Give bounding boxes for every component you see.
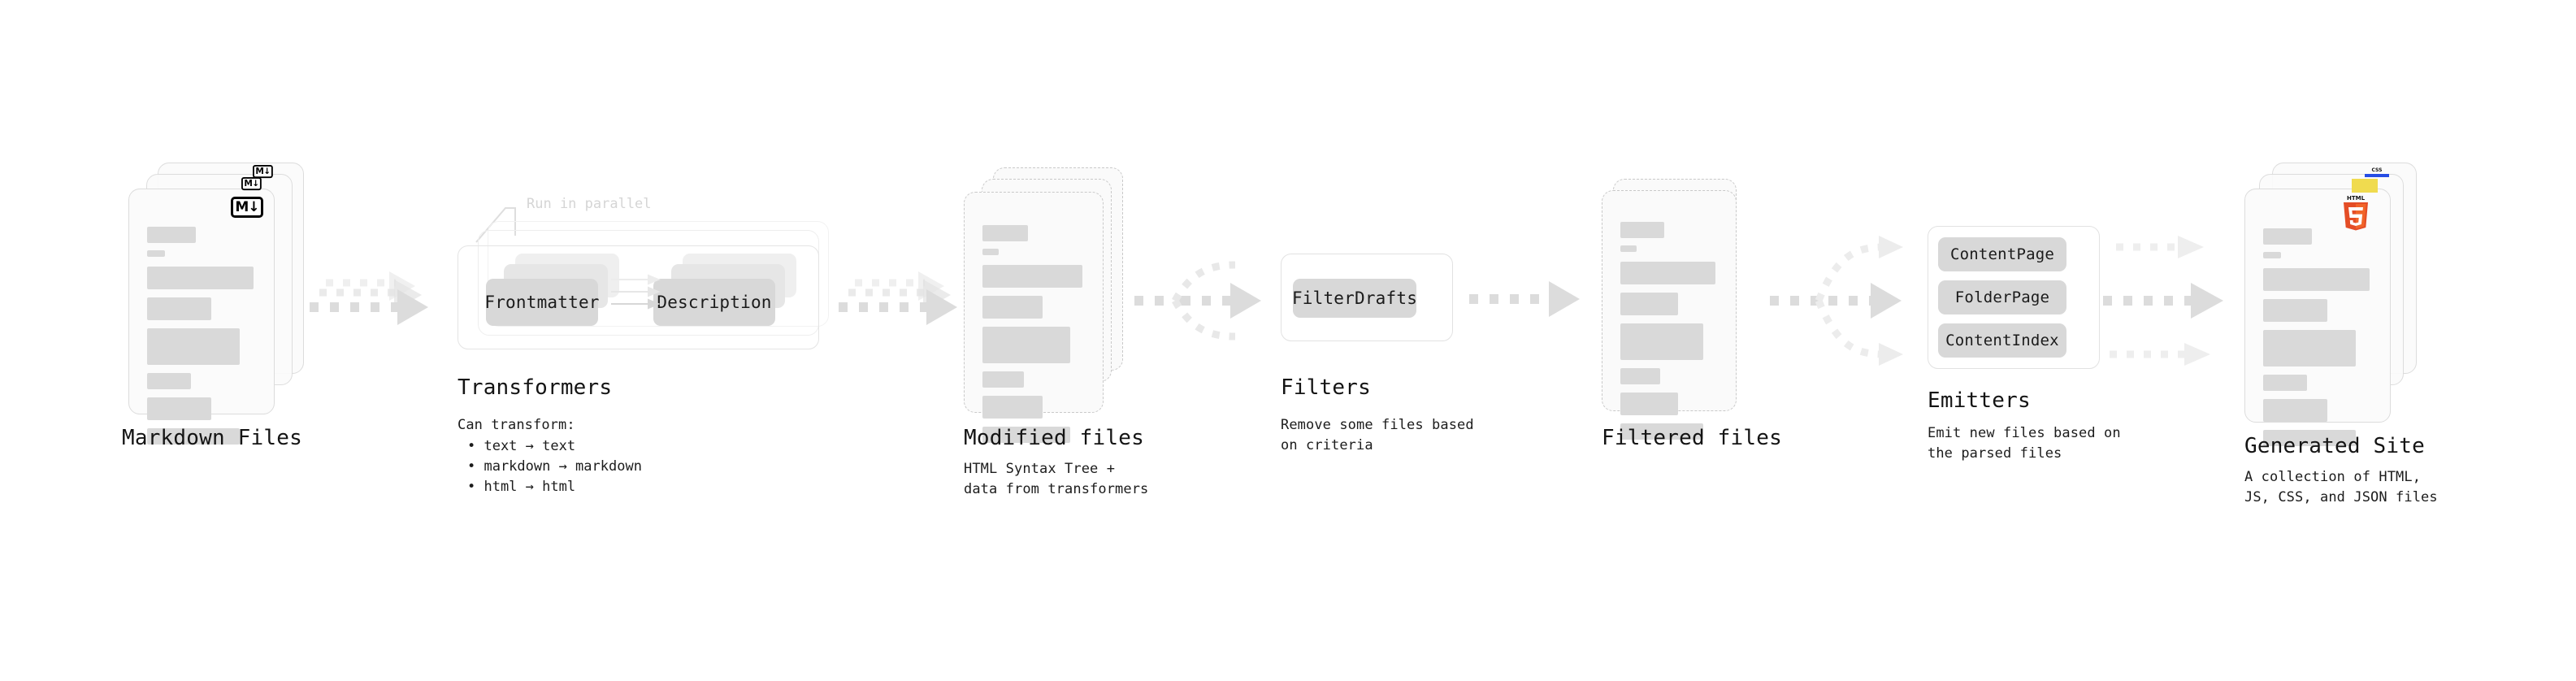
filters-caption: Remove some files based on criteria: [1281, 417, 1474, 453]
stage-title-modified: Modified files: [964, 426, 1144, 450]
doc-content-bar: [147, 328, 241, 365]
doc-content-bar: [982, 225, 1029, 241]
doc-content-bar: [2263, 299, 2327, 322]
generated-caption: A collection of HTML, JS, CSS, and JSON …: [2244, 469, 2438, 505]
arrow-markdown-to-transformers: [310, 271, 428, 325]
doc-content-bar: [147, 297, 211, 320]
emitter-pill-contentindex[interactable]: ContentIndex: [1938, 323, 2066, 358]
filter-pill-filterdrafts[interactable]: FilterDrafts: [1292, 279, 1417, 318]
doc-content-bar: [147, 373, 192, 389]
doc-content-bar: [1620, 262, 1716, 284]
js-logo: [2352, 179, 2378, 193]
markdown-file-content: [147, 227, 258, 445]
doc-content-bar: [982, 427, 1070, 443]
doc-content-bar: [147, 267, 254, 289]
emitters-caption: Emit new files based on the parsed files: [1928, 425, 2121, 462]
arrow-filters-to-filtered: [1469, 281, 1580, 317]
css-logo-text: CSS: [2371, 167, 2383, 173]
modified-caption: HTML Syntax Tree + data from transformer…: [964, 461, 1149, 497]
doc-content-bar: [2263, 430, 2357, 446]
stage-title-emitters: Emitters: [1928, 388, 2031, 413]
doc-content-bar: [982, 327, 1070, 363]
transformer-pill-frontmatter[interactable]: Frontmatter: [484, 279, 599, 326]
svg-text:HTML: HTML: [2347, 195, 2366, 202]
transformers-caption-head: Can transform:: [458, 417, 575, 433]
doc-content-bar: [147, 250, 165, 257]
modified-files-stack: [964, 167, 1143, 443]
run-in-parallel-label: Run in parallel: [527, 196, 652, 212]
transformers-caption-bullets: • text → text • markdown → markdown • ht…: [467, 438, 642, 495]
transformer-internal-arrows: [611, 274, 661, 310]
modified-file-content: [982, 225, 1086, 443]
markdown-file-card-front: [128, 189, 275, 445]
doc-content-bar: [2263, 399, 2327, 422]
doc-content-bar: [1620, 293, 1678, 315]
emitter-pill-folderpage[interactable]: FolderPage: [1938, 280, 2066, 314]
markdown-logo-back: M↓: [253, 165, 273, 179]
generated-site-stack: CSS HTML: [2244, 163, 2431, 446]
transformers-group-box-back: [488, 221, 829, 327]
stage-title-markdown: Markdown Files: [122, 426, 302, 450]
doc-content-bar: [982, 265, 1082, 288]
markdown-logo-front: M↓: [231, 197, 263, 218]
arrow-filtered-to-emitters: [1770, 236, 1903, 366]
doc-content-bar: [147, 428, 241, 445]
generated-file-card-html: [2244, 189, 2391, 446]
css-logo: CSS: [2365, 167, 2389, 179]
stage-title-generated: Generated Site: [2244, 434, 2425, 458]
transformers-group-box-front: [458, 245, 819, 349]
doc-content-bar: [2263, 268, 2370, 291]
arrow-emitters-to-generated: [2103, 236, 2223, 366]
arrow-transformers-to-modified: [839, 271, 957, 325]
doc-content-bar: [2263, 252, 2281, 258]
doc-content-bar: [982, 296, 1043, 319]
doc-content-bar: [1620, 222, 1664, 238]
doc-content-bar: [147, 227, 196, 243]
filtered-files-stack: [1602, 179, 1764, 440]
filtered-file-content: [1620, 222, 1720, 440]
modified-file-card-front: [964, 192, 1104, 443]
doc-content-bar: [1620, 368, 1660, 384]
stage-title-filters: Filters: [1281, 375, 1371, 400]
transformer-pill-description[interactable]: Description: [653, 279, 775, 326]
emitter-pill-contentpage[interactable]: ContentPage: [1938, 237, 2066, 271]
doc-content-bar: [2263, 330, 2357, 367]
filtered-file-card-front: [1602, 190, 1737, 440]
doc-content-bar: [1620, 423, 1704, 440]
markdown-files-stack: M↓ M↓ M↓: [128, 163, 307, 445]
markdown-logo-mid: M↓: [241, 177, 262, 191]
html5-logo: HTML: [2340, 193, 2371, 231]
doc-content-bar: [1620, 393, 1678, 415]
doc-content-bar: [2263, 228, 2312, 245]
doc-content-bar: [1620, 245, 1637, 252]
doc-content-bar: [982, 249, 1000, 255]
doc-content-bar: [982, 371, 1025, 388]
arrow-modified-to-filters: [1134, 261, 1261, 340]
doc-content-bar: [147, 397, 211, 420]
css-logo-bar: [2365, 174, 2389, 177]
stage-title-transformers: Transformers: [458, 375, 613, 400]
doc-content-bar: [2263, 375, 2308, 391]
stage-title-filtered: Filtered files: [1602, 426, 1782, 450]
generated-file-content: [2263, 228, 2374, 446]
doc-content-bar: [982, 396, 1043, 419]
doc-content-bar: [1620, 323, 1704, 360]
